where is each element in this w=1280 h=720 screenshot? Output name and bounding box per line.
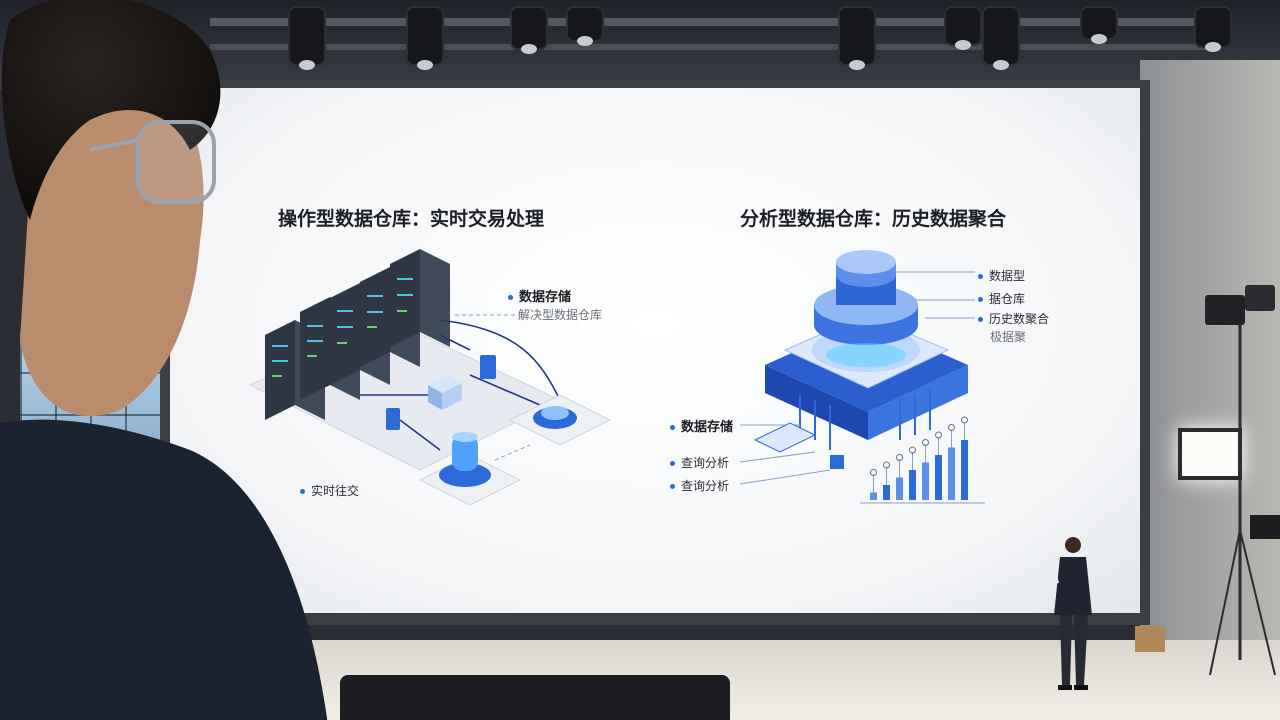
bullet-dot-icon	[978, 297, 983, 302]
bullet-dot-icon	[670, 425, 675, 430]
bullet-dot-icon	[670, 461, 675, 466]
bullet-dot-icon	[670, 484, 675, 489]
bar-marker-3	[909, 446, 916, 454]
label-right-3: 历史数聚合	[978, 310, 1049, 327]
label-subtitle: 解决型数据仓库	[518, 308, 603, 322]
bar-marker-0	[870, 469, 877, 476]
lighting-truss	[210, 18, 1210, 26]
label-right-storage: 数据存储	[670, 416, 733, 435]
bullet-dot-icon	[978, 317, 983, 322]
stage-light-icon	[1196, 8, 1230, 52]
label-right-2: 据仓库	[978, 290, 1025, 307]
stage-light-icon	[408, 8, 442, 70]
bullet-dot-icon	[978, 274, 983, 279]
server-rack-icon	[265, 249, 450, 420]
bar-marker-2	[896, 454, 903, 461]
device-icon	[386, 408, 400, 430]
bar-marker-1	[883, 461, 890, 469]
bar-marker-6	[948, 424, 955, 431]
left-slide-title: 操作型数据仓库：实时交易处理	[278, 208, 545, 230]
label-right-4: 极据聚	[990, 330, 1027, 344]
bar-marker-4	[922, 439, 929, 446]
label-realtime: 实时往交	[300, 482, 359, 499]
studio-wall	[1140, 60, 1280, 660]
label-query-1: 查询分析	[670, 454, 729, 471]
bullet-dot-icon	[300, 489, 305, 494]
database-icon	[452, 435, 478, 471]
right-slide-title: 分析型数据仓库：历史数据聚合	[740, 208, 1007, 230]
foreground-viewer	[0, 0, 328, 720]
presenter-figure	[1040, 537, 1092, 690]
label-query-2: 查询分析	[670, 477, 729, 494]
bar-0	[870, 492, 877, 500]
bar-3	[909, 470, 916, 500]
stage-light-icon	[290, 8, 324, 70]
bar-2	[896, 477, 903, 500]
bar-5	[935, 455, 942, 500]
equipment-box	[1135, 626, 1165, 652]
bar-1	[883, 485, 890, 500]
bar-marker-7	[961, 416, 968, 424]
stage-light-icon	[984, 8, 1018, 70]
stage-light-icon	[568, 8, 602, 46]
laptop	[340, 675, 730, 720]
warehouse-stack-icon	[765, 250, 968, 440]
device-icon	[480, 355, 496, 379]
camera-tripod-icon	[1205, 285, 1280, 676]
bar-6	[948, 447, 955, 500]
bar-marker-5	[935, 431, 942, 439]
stage-light-icon	[946, 8, 980, 50]
softbox-light	[1178, 428, 1242, 480]
stage-light-icon	[1082, 8, 1116, 44]
bullet-dot-icon	[508, 295, 513, 300]
stage-light-icon	[512, 8, 546, 54]
node-icon	[830, 455, 844, 469]
lighting-truss-lower	[210, 44, 1210, 50]
bar-4	[922, 462, 929, 500]
stage-light-icon	[840, 8, 874, 70]
mini-bar-chart	[870, 416, 968, 500]
bar-7	[961, 440, 968, 500]
label-right-1: 数据型	[978, 267, 1025, 284]
glasses-icon	[89, 120, 216, 204]
label-storage: 数据存储	[508, 286, 571, 305]
